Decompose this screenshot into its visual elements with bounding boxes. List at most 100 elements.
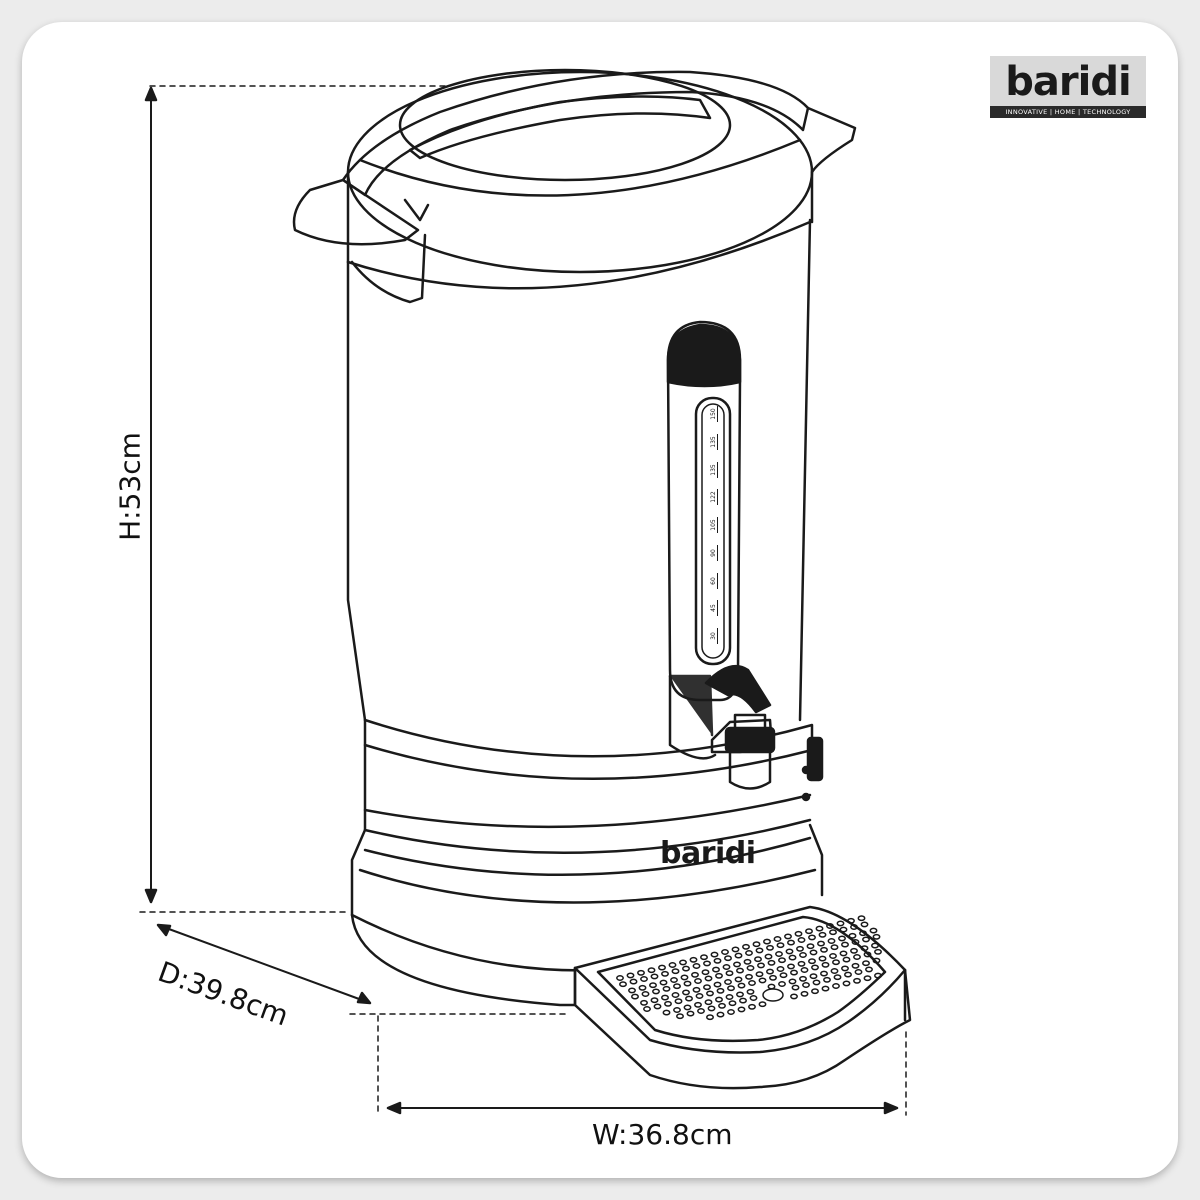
drip-hole <box>844 971 852 978</box>
drip-hole <box>745 973 753 980</box>
drip-hole <box>706 990 714 997</box>
drip-hole <box>841 965 849 972</box>
gauge-mark: 30 <box>710 628 718 645</box>
drip-hole <box>692 963 701 969</box>
drip-hole <box>683 1004 692 1011</box>
drip-hole <box>631 993 639 1000</box>
drip-hole <box>838 935 846 942</box>
drip-hole <box>853 954 861 960</box>
drip-hole <box>788 978 797 985</box>
drip-hole <box>725 994 734 1000</box>
drip-hole <box>743 958 752 965</box>
drip-hole <box>766 968 774 975</box>
drip-hole <box>724 979 732 985</box>
drip-hole <box>830 968 839 974</box>
gauge-mark: 90 <box>710 544 718 561</box>
drip-hole <box>683 980 692 987</box>
drip-hole <box>692 986 701 993</box>
drip-hole <box>670 977 678 983</box>
drip-hole <box>799 975 807 982</box>
drip-hole <box>763 938 771 945</box>
drip-hole <box>778 957 786 964</box>
drip-hole <box>638 984 647 991</box>
drip-hole <box>850 947 858 954</box>
drip-hole <box>710 951 719 958</box>
drip-hole <box>748 980 756 986</box>
drip-hole <box>727 1009 735 1015</box>
drip-hole <box>821 961 830 968</box>
drip-hole <box>863 975 872 982</box>
drip-hole <box>671 968 680 975</box>
gauge-mark: 122 <box>710 489 718 506</box>
drip-hole <box>736 991 744 998</box>
drip-hole <box>731 946 740 953</box>
drip-hole <box>704 999 713 1006</box>
drip-hole <box>754 956 762 963</box>
drip-hole <box>800 967 809 973</box>
drip-hole <box>686 1010 695 1017</box>
drip-hole <box>848 932 857 939</box>
drip-hole <box>650 997 659 1004</box>
drip-hole <box>857 915 866 922</box>
drip-hole <box>776 966 785 972</box>
drip-hole <box>662 1009 671 1016</box>
drip-hole <box>862 936 870 943</box>
drip-hole <box>629 978 638 985</box>
drip-hole <box>758 1001 767 1008</box>
drip-hole <box>820 970 828 977</box>
drip-hole <box>758 977 767 984</box>
drip-hole <box>797 960 806 967</box>
drip-hole <box>755 971 764 978</box>
water-level-gauge <box>666 320 742 760</box>
drip-hole <box>859 930 867 937</box>
drip-hole <box>787 939 795 946</box>
drip-hole <box>797 937 806 943</box>
drip-hole <box>809 973 818 980</box>
drip-hole <box>674 998 683 1005</box>
drip-hole <box>776 942 785 949</box>
drip-hole <box>659 979 668 986</box>
drip-hole <box>742 943 750 950</box>
gauge-mark: 135 <box>710 433 718 450</box>
drip-hole <box>704 975 713 982</box>
drip-hole <box>775 951 783 957</box>
drip-hole <box>653 1003 662 1010</box>
drip-hole <box>850 924 858 930</box>
drip-hole <box>752 941 761 948</box>
drip-hole <box>811 964 819 971</box>
drip-hole <box>689 956 698 963</box>
drip-hole <box>652 988 660 995</box>
drip-hole <box>739 997 747 1004</box>
drip-hole <box>827 938 836 944</box>
drip-hole <box>746 965 755 971</box>
gauge-mark: 135 <box>710 461 718 478</box>
drip-hole <box>682 965 690 972</box>
drip-hole <box>643 1006 651 1012</box>
drip-hole <box>695 993 704 999</box>
drip-hole <box>716 1011 725 1018</box>
drip-hole <box>661 994 669 1001</box>
drip-hole <box>820 946 828 953</box>
drip-hole <box>676 1013 684 1020</box>
drip-hole <box>628 987 636 994</box>
depth-dimension-line <box>156 923 571 1015</box>
drip-hole <box>767 959 776 966</box>
drip-hole <box>734 952 743 959</box>
drip-hole <box>661 970 669 977</box>
drip-hole <box>863 951 872 958</box>
drip-tray-holes <box>616 915 882 1021</box>
drip-hole <box>874 972 882 979</box>
drip-hole <box>869 927 878 934</box>
drip-hole <box>841 941 849 948</box>
drip-hole <box>707 1005 716 1012</box>
drip-hole <box>649 982 657 989</box>
drip-hole <box>616 975 624 981</box>
drip-hole <box>805 928 813 935</box>
boiler-lid <box>292 68 857 304</box>
drip-hole <box>784 933 792 940</box>
drip-hole <box>874 948 882 955</box>
drip-hole <box>662 985 671 992</box>
drip-hole <box>725 970 734 977</box>
